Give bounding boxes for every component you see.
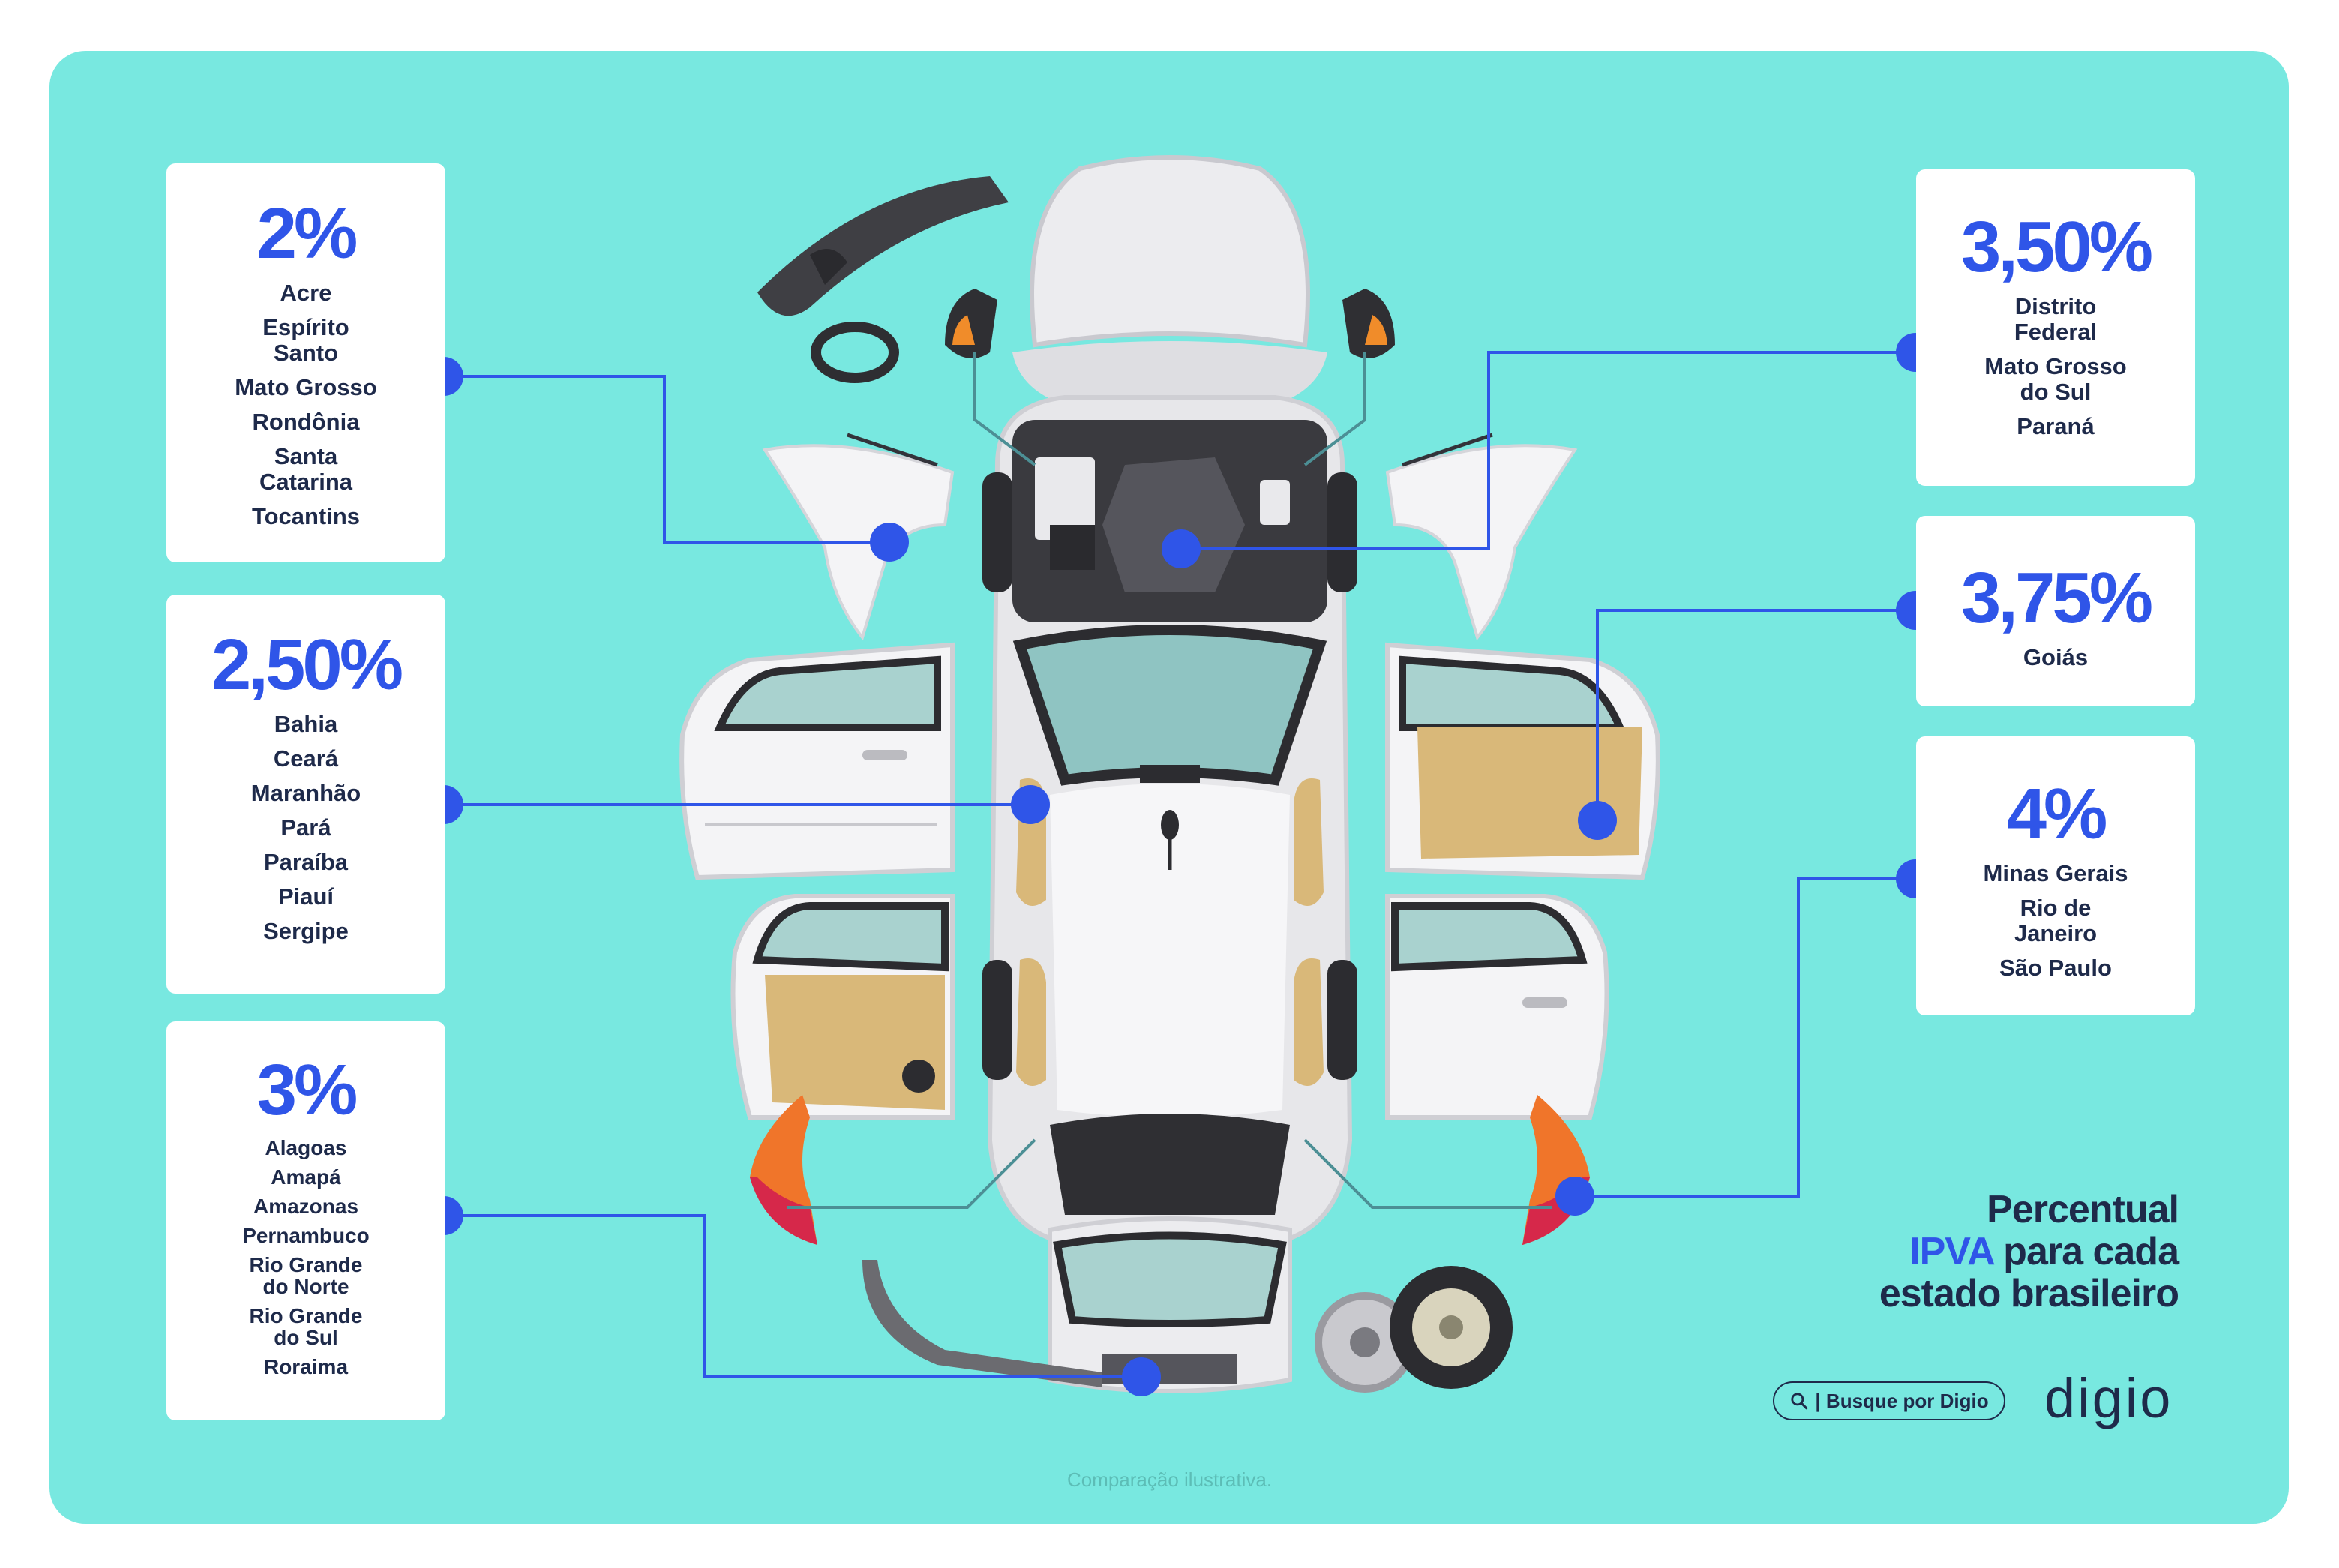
state-name: Piauí [277,883,334,910]
fender-left [762,433,955,641]
rate-value: 2,50% [211,625,403,705]
rate-card-3pct: 3% Alagoas Amapá Amazonas Pernambuco Rio… [166,1021,445,1420]
rate-value: 4% [2006,774,2108,854]
rate-card-3-50pct: 3,50% Distrito Federal Mato Grosso do Su… [1916,169,2195,486]
rate-card-3-75pct: 3,75% Goiás [1916,516,2195,706]
part-guide-lines [787,352,1552,1209]
state-name: Rondônia [252,409,360,435]
fender-right [1385,433,1578,641]
state-name: Goiás [2023,644,2089,670]
wheel-parts [1315,1266,1513,1393]
headline: Percentual IPVA para cada estado brasile… [1879,1189,2179,1315]
state-name: Distrito Federal [2014,293,2098,345]
search-button-label: | Busque por Digio [1815,1389,1989,1412]
disclaimer-text: Comparação ilustrativa. [1066,1468,1273,1491]
rear-bumper [862,1260,1102,1387]
trunk-lid [1048,1216,1292,1393]
rate-value: 3,75% [1960,558,2153,638]
connector-lines [444,351,1915,1378]
dashboard-part [757,176,1009,383]
headlight-right [1342,289,1395,358]
state-name: Rio de Janeiro [2014,895,2098,946]
state-name: Acre [280,280,332,306]
state-name: Pernambuco [242,1224,370,1247]
front-door-right [1385,642,1660,880]
rear-door-left [730,894,955,1120]
state-name: Rio Grande do Norte [249,1253,363,1298]
headline-line-3: estado brasileiro [1879,1272,2179,1315]
search-icon [1791,1393,1808,1410]
rate-card-2-50pct: 2,50% Bahia Ceará Maranhão Pará Paraíba … [166,595,445,994]
state-name: Tocantins [251,503,361,529]
state-name: Bahia [274,711,338,737]
state-name: Sergipe [263,918,349,944]
rate-card-2pct: 2% Acre Espírito Santo Mato Grosso Rondô… [166,163,445,562]
headline-highlight: IPVA [1909,1230,1994,1273]
rate-value: 3% [256,1050,358,1130]
search-button[interactable]: | Busque por Digio [1773,1381,2005,1420]
state-name: Alagoas [265,1136,347,1159]
state-name: Minas Gerais [1983,860,2128,886]
front-door-left [679,642,955,880]
state-name: Santa Catarina [259,443,353,495]
state-name: Espírito Santo [262,314,349,366]
rear-door-right [1385,894,1609,1120]
state-name: Mato Grosso do Sul [1984,353,2127,405]
state-name: Maranhão [250,780,361,806]
state-name: Rio Grande do Sul [249,1304,363,1349]
state-name: Roraima [263,1355,349,1378]
headline-line-2-rest: para cada [1993,1230,2179,1273]
state-name: Paraíba [263,849,348,875]
state-name: Paraná [2017,413,2095,439]
state-name: Mato Grosso [235,374,377,400]
digio-logo: digio [2044,1367,2173,1429]
state-name: Ceará [273,745,339,772]
rate-value: 3,50% [1960,207,2153,287]
headlight-left [945,289,997,358]
state-name: São Paulo [1999,955,2112,981]
rate-card-4pct: 4% Minas Gerais Rio de Janeiro São Paulo [1916,736,2195,1015]
car-body [982,395,1357,1247]
rate-value: 2% [256,193,358,274]
headline-line-2: IPVA para cada [1879,1231,2179,1273]
hood-part [1012,155,1327,405]
state-name: Pará [280,814,331,841]
headline-line-1: Percentual [1987,1188,2179,1231]
state-name: Amapá [271,1165,341,1189]
state-name: Amazonas [253,1195,359,1218]
